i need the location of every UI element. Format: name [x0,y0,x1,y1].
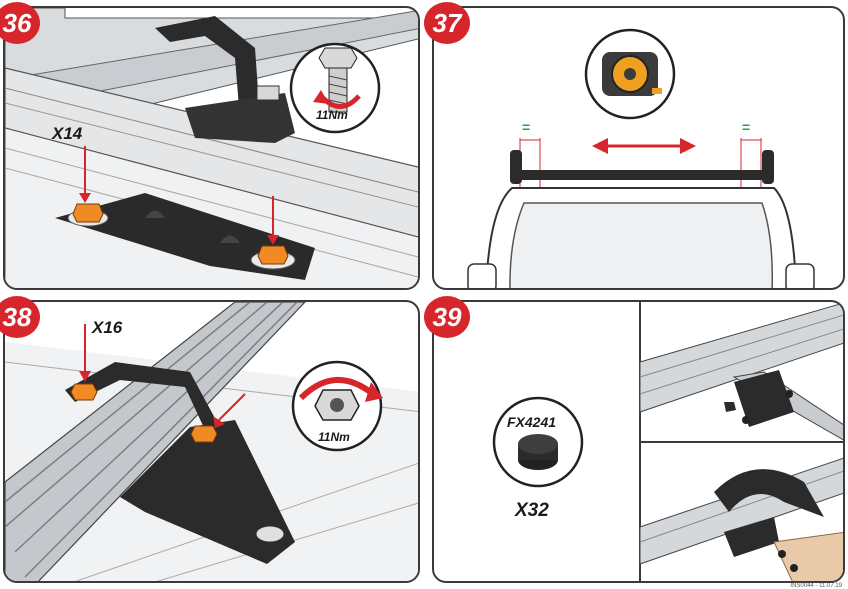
step-39-panel [432,300,845,583]
step-38-torque: 11Nm [318,430,350,444]
document-code: INS0044 - 11.07.19 [790,583,842,589]
svg-text:=: = [742,119,750,135]
svg-text:=: = [522,119,530,135]
step-39-part-code: FX4241 [507,414,557,430]
step-37-panel: = = [432,6,845,290]
step-badge-37: 37 [424,2,470,44]
step-36-illustration [5,8,418,288]
step-badge-39: 39 [424,296,470,338]
step-36-panel [3,6,420,290]
step-36-quantity: X14 [52,124,83,143]
step-37-illustration: = = [467,28,815,288]
step-38-panel [3,300,420,583]
step-38-quantity: X16 [92,318,123,337]
step-39-quantity: X32 [515,500,549,521]
step-36-torque: 11Nm [316,108,348,122]
step-38-illustration [5,302,418,581]
step-badge-36: 36 [0,2,40,44]
step-39-illustration [492,302,843,581]
step-badge-38: 38 [0,296,40,338]
